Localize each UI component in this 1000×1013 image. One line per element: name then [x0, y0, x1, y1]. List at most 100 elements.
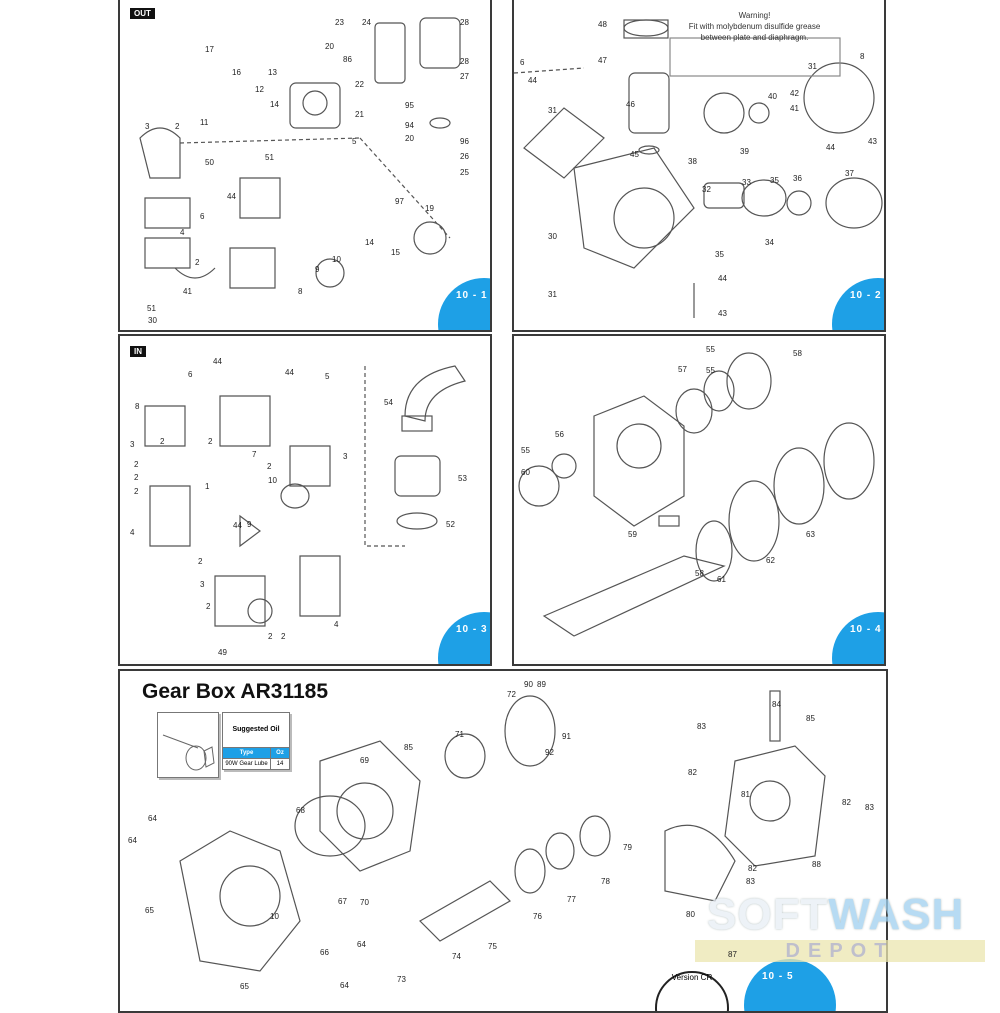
part-number-callout: 4	[180, 228, 185, 237]
part-number-callout: 2	[267, 462, 272, 471]
part-number-callout: 50	[205, 158, 214, 167]
part-number-callout: 96	[460, 137, 469, 146]
part-number-callout: 86	[343, 55, 352, 64]
part-number-callout: 5	[325, 372, 330, 381]
part-number-callout: 14	[365, 238, 374, 247]
part-number-callout: 12	[255, 85, 264, 94]
part-number-callout: 55	[706, 345, 715, 354]
part-number-callout: 83	[746, 877, 755, 886]
part-number-callout: 19	[425, 204, 434, 213]
part-number-callout: 53	[458, 474, 467, 483]
part-number-callout: 36	[793, 174, 802, 183]
part-number-callout: 85	[404, 743, 413, 752]
part-number-callout: 4	[334, 620, 339, 629]
part-number-callout: 7	[252, 450, 257, 459]
part-number-callout: 42	[790, 89, 799, 98]
part-number-callout: 4	[130, 528, 135, 537]
part-number-callout: 40	[768, 92, 777, 101]
part-number-callout: 44	[213, 357, 222, 366]
part-number-callout: 73	[397, 975, 406, 984]
part-number-callout: 38	[688, 157, 697, 166]
part-number-callout: 28	[460, 57, 469, 66]
part-number-callout: 10	[268, 476, 277, 485]
part-number-callout: 27	[460, 72, 469, 81]
part-number-callout: 48	[598, 20, 607, 29]
part-number-callout: 49	[218, 648, 227, 657]
part-number-callout: 90	[524, 680, 533, 689]
part-number-callout: 2	[134, 460, 139, 469]
crankcase-diaphragm-drawing	[514, 19, 883, 318]
part-number-callout: 8	[298, 287, 303, 296]
part-number-callout: 95	[405, 101, 414, 110]
part-number-callout: 41	[790, 104, 799, 113]
part-number-callout: 22	[355, 80, 364, 89]
part-number-callout: 2	[134, 487, 139, 496]
part-number-callout: 35	[715, 250, 724, 259]
part-number-callout: 15	[391, 248, 400, 257]
part-number-callout: 21	[355, 110, 364, 119]
part-number-callout: 25	[460, 168, 469, 177]
part-number-callout: 3	[343, 452, 348, 461]
oil-can-icon	[157, 712, 219, 778]
part-number-callout: 2	[198, 557, 203, 566]
part-number-callout: 31	[548, 290, 557, 299]
part-number-callout: 85	[806, 714, 815, 723]
part-number-callout: 5	[352, 137, 357, 146]
part-number-callout: 51	[265, 153, 274, 162]
crankshaft-bearing-drawing	[518, 352, 875, 637]
part-number-callout: 76	[533, 912, 542, 921]
part-number-callout: 64	[357, 940, 366, 949]
part-number-callout: 64	[128, 836, 137, 845]
part-number-callout: 89	[537, 680, 546, 689]
part-number-callout: 57	[678, 365, 687, 374]
part-number-callout: 46	[626, 100, 635, 109]
part-number-callout: 2	[160, 437, 165, 446]
part-number-callout: 80	[686, 910, 695, 919]
part-number-callout: 91	[562, 732, 571, 741]
part-number-callout: 3	[145, 122, 150, 131]
part-number-callout: 6	[520, 58, 525, 67]
oil-oz-cell: 14	[270, 758, 289, 769]
part-number-callout: 2	[208, 437, 213, 446]
col-oz: Oz	[270, 747, 289, 758]
part-number-callout: 2	[195, 258, 200, 267]
part-number-callout: 69	[360, 756, 369, 765]
part-number-callout: 2	[281, 632, 286, 641]
part-number-callout: 77	[567, 895, 576, 904]
part-number-callout: 43	[868, 137, 877, 146]
part-number-callout: 8	[860, 52, 865, 61]
panel-10-1: OUT 10 - 1	[118, 0, 492, 332]
part-number-callout: 88	[812, 860, 821, 869]
part-number-callout: 65	[145, 906, 154, 915]
part-number-callout: 9	[247, 520, 252, 529]
part-number-callout: 70	[360, 898, 369, 907]
part-number-callout: 54	[384, 398, 393, 407]
part-number-callout: 84	[772, 700, 781, 709]
part-number-callout: 31	[548, 106, 557, 115]
part-number-callout: 44	[528, 76, 537, 85]
part-number-callout: 71	[455, 730, 464, 739]
part-number-callout: 43	[718, 309, 727, 318]
part-number-callout: 2	[206, 602, 211, 611]
part-number-callout: 81	[741, 790, 750, 799]
gear-box-title: Gear Box AR31185	[142, 680, 328, 703]
part-number-callout: 55	[521, 446, 530, 455]
part-number-callout: 3	[200, 580, 205, 589]
part-number-callout: 1	[205, 482, 210, 491]
part-number-callout: 13	[268, 68, 277, 77]
part-number-callout: 33	[742, 178, 751, 187]
part-number-callout: 44	[826, 143, 835, 152]
col-type: Type	[223, 747, 270, 758]
panel-10-3: IN 10 - 3	[118, 334, 492, 666]
part-number-callout: 47	[598, 56, 607, 65]
part-number-callout: 66	[320, 948, 329, 957]
part-number-callout: 39	[740, 147, 749, 156]
part-number-callout: 79	[623, 843, 632, 852]
part-number-callout: 94	[405, 121, 414, 130]
part-number-callout: 61	[717, 575, 726, 584]
part-number-callout: 37	[845, 169, 854, 178]
part-number-callout: 2	[175, 122, 180, 131]
in-tag: IN	[130, 346, 146, 357]
gear-box-drawing	[179, 690, 826, 972]
part-number-callout: 41	[183, 287, 192, 296]
